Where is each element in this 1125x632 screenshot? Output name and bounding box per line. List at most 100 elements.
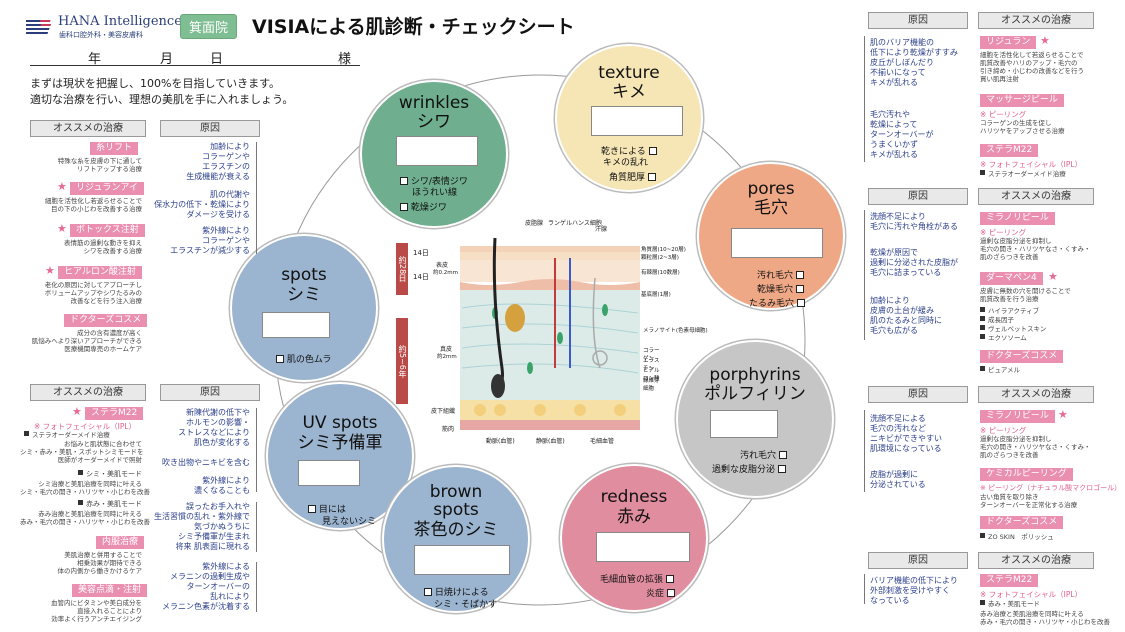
- porphyrins-score-box[interactable]: [710, 410, 778, 438]
- texture-option[interactable]: 乾きによる: [601, 144, 657, 157]
- checkbox[interactable]: [666, 589, 675, 597]
- cause-bracket: [256, 562, 257, 612]
- logo-subtitle: 歯科口腔外科・美容皮膚科: [59, 31, 143, 39]
- month-label: 月: [160, 52, 174, 67]
- checkbox[interactable]: [796, 299, 805, 307]
- cause-bracket: [864, 574, 865, 604]
- diagram-label: 有棘層(10数層): [641, 270, 680, 276]
- pores-option[interactable]: 汚れ毛穴: [757, 268, 804, 281]
- diagram-label: 基底層(1層): [641, 292, 671, 298]
- texture-score-box[interactable]: [591, 106, 683, 136]
- logo-name: HANA Intelligence: [58, 14, 182, 29]
- checkbox[interactable]: [647, 173, 656, 181]
- checkbox[interactable]: [648, 147, 657, 155]
- diagram-label: 皮下組織: [431, 408, 456, 415]
- brown-spots-score-box[interactable]: [414, 545, 510, 575]
- checkbox[interactable]: [795, 285, 804, 293]
- treatment-desc: 過剰な皮脂分泌を抑制し毛穴の開き・ハリツヤなさ・くすみ・肌のざらつきを改善: [980, 237, 1091, 261]
- texture-cause: 肌のバリア機能の低下により乾燥がすすみ皮丘がしぼんだり不揃いになってキメが乱れる: [870, 38, 958, 87]
- porphyrins-option[interactable]: 過剰な皮脂分泌: [712, 462, 786, 475]
- checkbox[interactable]: [400, 203, 408, 211]
- checkbox[interactable]: [777, 465, 786, 473]
- texture-cause: 毛穴汚れや乾燥によってターンオーバーがうまくいかずキメが乱れる: [870, 110, 934, 159]
- star-icon: ★: [57, 180, 67, 193]
- brown-spots-option[interactable]: 日焼けによる: [424, 585, 489, 598]
- wrinkles-cause: 肌の代謝や保水力の低下・乾燥によりダメージを受ける: [154, 190, 250, 219]
- pores-option[interactable]: 乾燥毛穴: [757, 282, 804, 295]
- spots-circle: spots シミ 肌の色ムラ: [230, 234, 378, 382]
- treatment-milano-repeel: ミラノリピール: [980, 410, 1055, 423]
- diagram-label: 角質層(10~20層): [641, 247, 686, 253]
- star-icon: ★: [1048, 270, 1058, 283]
- treatment-bullet: ステラオーダーメイド治療: [980, 170, 1066, 178]
- treatment-desc: 赤み治療と美肌治療を同時に叶える赤み・毛穴の開き・ハリツヤ・小じわを改善: [980, 610, 1110, 626]
- diagram-label: 表皮: [436, 262, 449, 269]
- wrinkles-option[interactable]: シワ/表情ジワ: [400, 174, 468, 187]
- star-icon: ★: [57, 222, 67, 235]
- texture-option: キメの乱れ: [603, 158, 649, 168]
- skin-diagram: 皮脂腺 ランゲルハンス細胞 汗腺 角質層(10~20層) 顆粒層(2~3層) 有…: [400, 218, 708, 448]
- treatment-desc: 細胞を活性化し若返らせることで目の下の小じわを改善する治療: [44, 197, 142, 213]
- clinic-logo: HANA Intelligence 歯科口腔外科・美容皮膚科: [26, 14, 182, 40]
- redness-option[interactable]: 炎症: [646, 586, 675, 599]
- uv-spots-score-box[interactable]: [298, 460, 360, 486]
- checkbox[interactable]: [308, 505, 316, 513]
- diagram-label: 皮脂腺: [525, 220, 544, 227]
- turnover-28-bar: 約28日: [396, 243, 408, 295]
- porphyrins-treatment-header: オススメの治療: [978, 386, 1094, 403]
- wrinkles-option[interactable]: 乾燥ジワ: [400, 200, 447, 213]
- treatment-category: ※ ピーリング: [980, 110, 1027, 119]
- pores-option[interactable]: たるみ毛穴: [749, 296, 805, 309]
- cause-bracket: [864, 410, 865, 492]
- treatment-stella-m22: ステラM22: [980, 144, 1039, 157]
- spots-cause: 吹き出物やニキビを含む: [162, 458, 250, 467]
- redness-option[interactable]: 毛細血管の拡張: [600, 572, 674, 585]
- wrinkles-score-box[interactable]: [396, 136, 478, 166]
- treatment-doctors-cosme: ドクターズコスメ: [980, 350, 1064, 363]
- treatment-desc: 古い角質を取り除きターンオーバーを正常化する治療: [980, 493, 1078, 509]
- diagram-label: 線維芽細胞: [643, 378, 660, 392]
- diagram-label: 約0.2mm: [433, 270, 458, 276]
- treatment-rejuran-eye: リジュランアイ: [70, 182, 144, 195]
- porphyrins-circle: porphyrins ポルフィリン 汚れ毛穴 過剰な皮脂分泌: [676, 340, 834, 498]
- day-label: 日: [210, 52, 224, 67]
- treatment-category: ※ フォトフェイシャル（IPL）: [980, 590, 1083, 599]
- treatment-stella-m22: ステラM22: [980, 574, 1039, 587]
- treatment-oral-medicine: 内服治療: [96, 536, 145, 549]
- treatment-desc: 過剰な皮脂分泌を抑制し毛穴の開き・ハリツヤなさ・くすみ・肌のざらつきを改善: [980, 435, 1091, 459]
- spots-option[interactable]: 肌の色ムラ: [276, 352, 331, 365]
- texture-option[interactable]: 角質肥厚: [609, 170, 656, 183]
- porphyrins-option[interactable]: 汚れ毛穴: [740, 448, 787, 461]
- checkbox[interactable]: [276, 355, 284, 363]
- treatment-doctors-cosme: ドクターズコスメ: [980, 516, 1064, 529]
- checkbox[interactable]: [795, 271, 804, 279]
- checkbox[interactable]: [778, 451, 787, 459]
- pores-score-box[interactable]: [731, 228, 823, 258]
- treatment-milano-repeel: ミラノリピール: [980, 212, 1055, 225]
- treatment-desc: 表情筋の過剰な動きを抑えシワを改善する治療: [64, 239, 142, 255]
- date-name-field[interactable]: 年 月 日 様: [30, 46, 360, 67]
- redness-score-box[interactable]: [596, 532, 690, 562]
- cause-bracket: [256, 502, 257, 552]
- treatment-stella-m22: ステラM22: [85, 407, 144, 420]
- treatment-category: ※ フォトフェイシャル（IPL）: [34, 422, 137, 431]
- spots-score-box[interactable]: [262, 312, 330, 338]
- checkbox[interactable]: [400, 177, 408, 185]
- uv-spots-option[interactable]: 目には: [308, 502, 346, 515]
- texture-treatment-header: オススメの治療: [978, 12, 1094, 29]
- redness-cause-header: 原因: [868, 552, 968, 569]
- cycle-14-upper: 14日: [413, 249, 429, 257]
- year-label: 年: [88, 52, 102, 67]
- brown-spots-circle: brown spots 茶色のシミ 日焼けによる シミ・そばかす: [382, 465, 530, 613]
- turnover-years-bar: 約5~6年: [396, 318, 408, 404]
- checkbox[interactable]: [665, 575, 674, 583]
- checkbox[interactable]: [424, 588, 432, 596]
- treatment-desc: 血管内にビタミンや美白成分を直接入れることにより効率よく行うアンチエイジング: [51, 599, 142, 623]
- treatment-desc: 細胞を活性化して若返らせることで肌質改善やハリのアップ・毛穴の引き締め・小じわの…: [980, 51, 1084, 83]
- treatment-desc: コラーゲンの生成を促しハリツヤをアップさせる治療: [980, 119, 1065, 135]
- star-icon: ★: [1058, 408, 1068, 421]
- diagram-label: 真皮: [440, 346, 453, 353]
- treatment-category: ※ ピーリング: [980, 228, 1027, 237]
- texture-circle: texture キメ 乾きによる キメの乱れ 角質肥厚: [555, 44, 703, 192]
- star-icon: ★: [45, 264, 55, 277]
